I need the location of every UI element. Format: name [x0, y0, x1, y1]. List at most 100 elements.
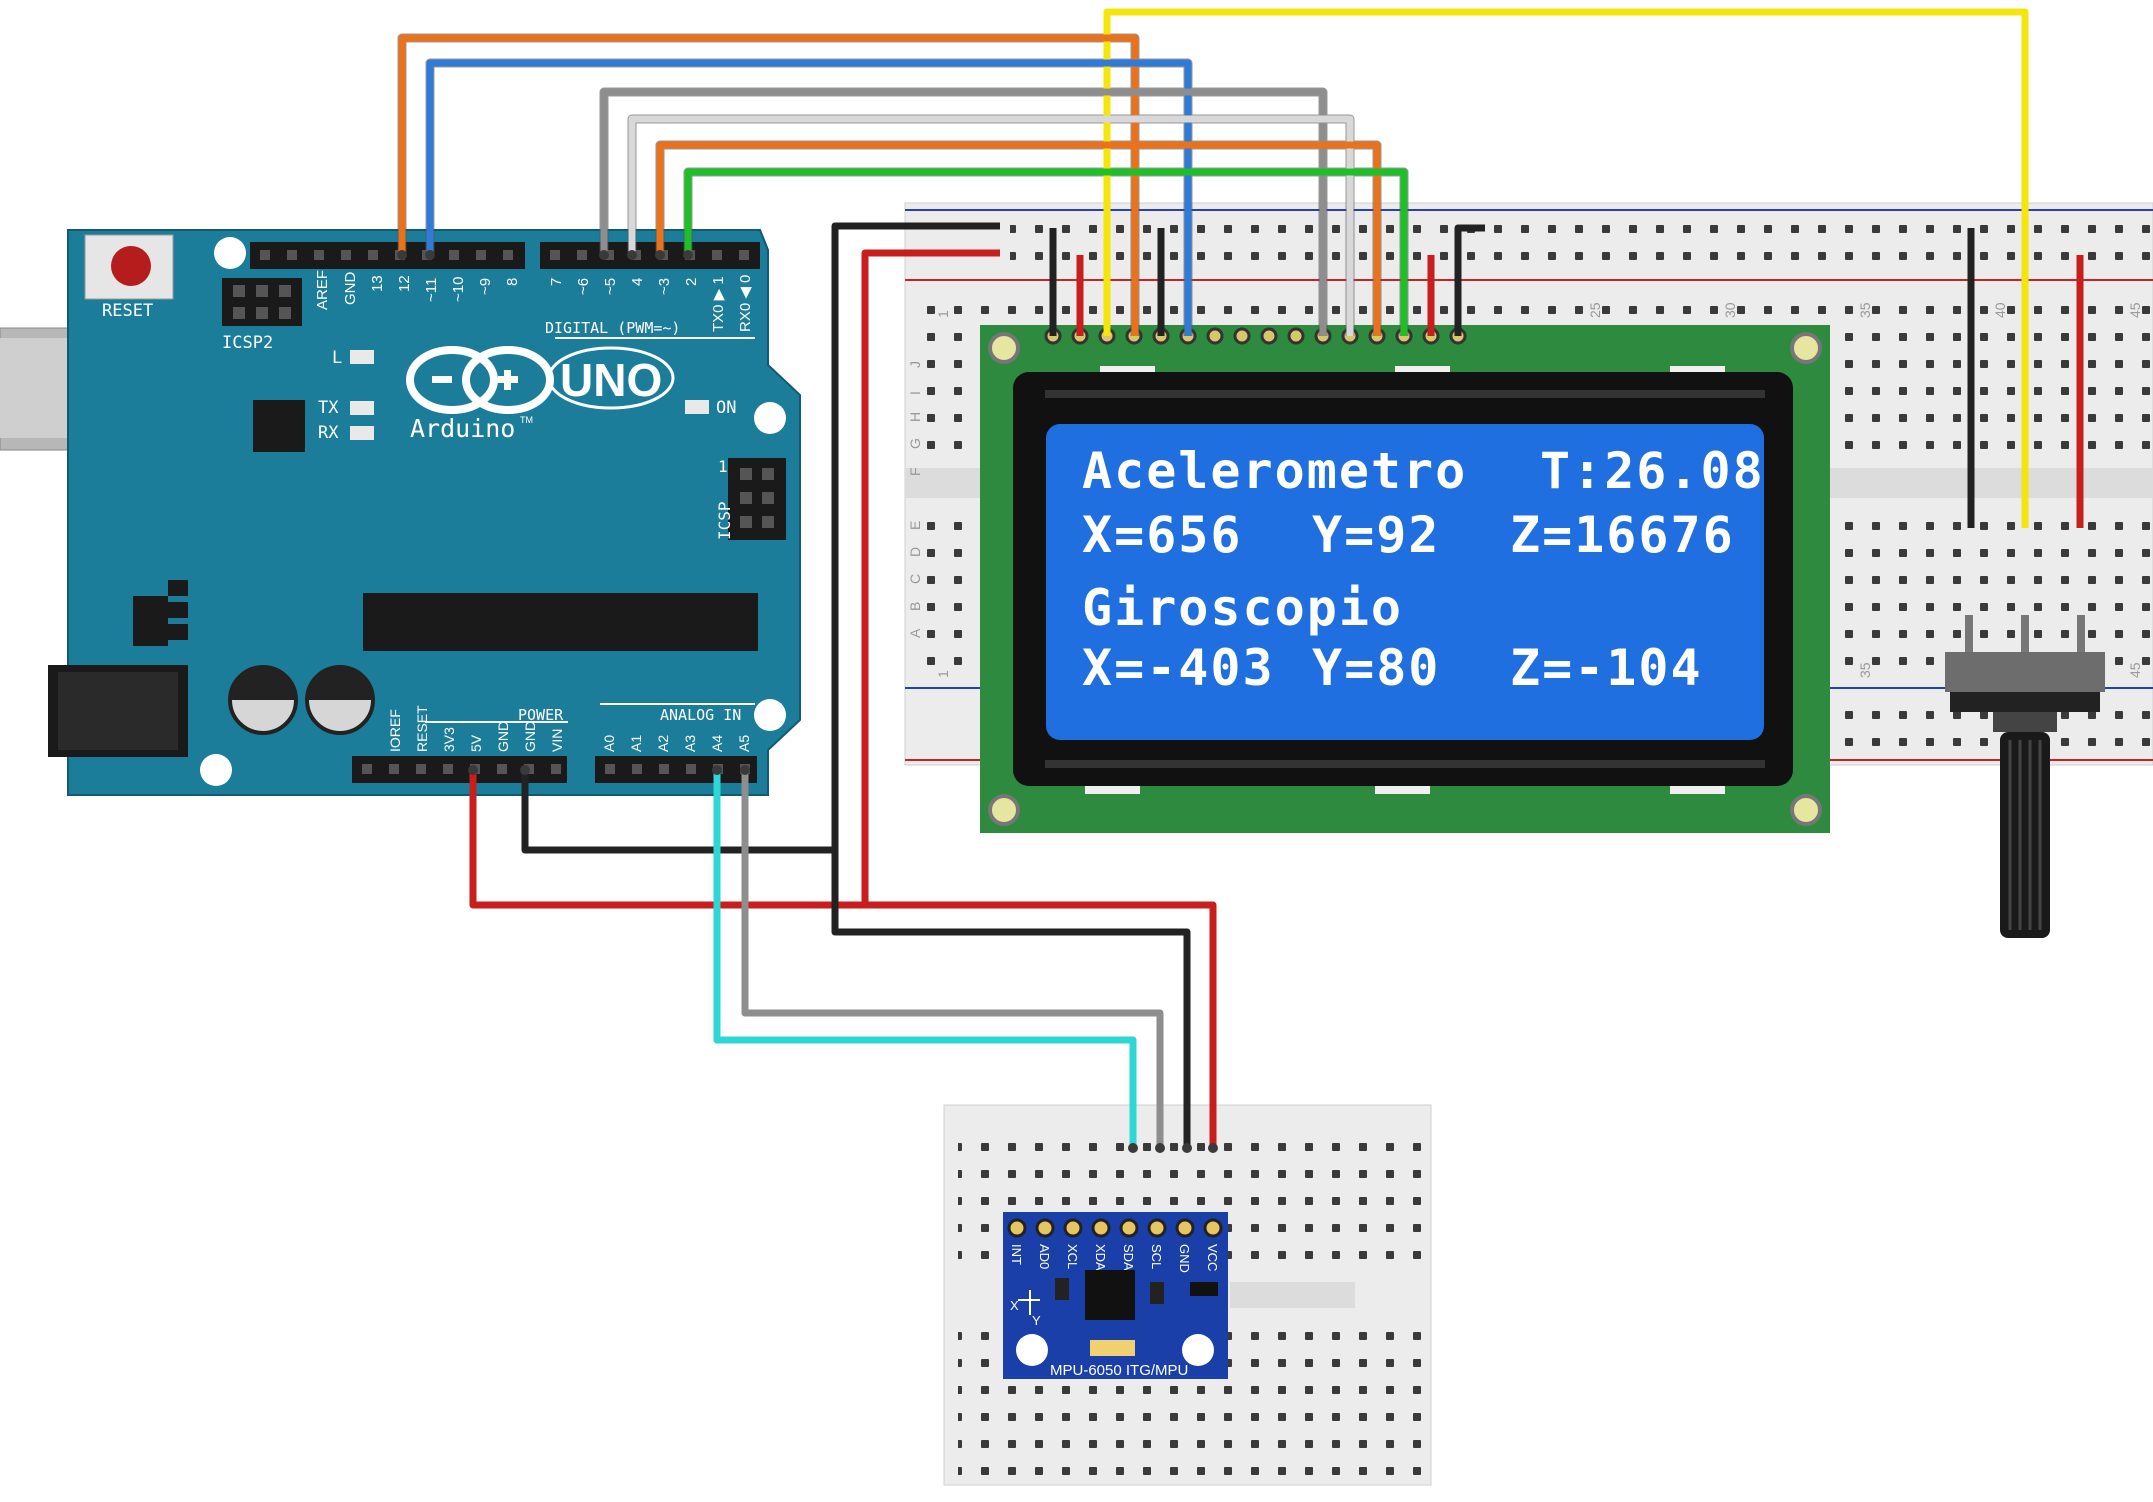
row-label-f: F [907, 467, 923, 476]
wire-black-lcd16 [1454, 224, 1485, 336]
reset-button-cap [111, 246, 151, 286]
arduino-uno-board: RESET ICSP2 AREF GND 13 12 ~11 ~10 ~9 8 … [0, 229, 801, 796]
mpu-axis-y: Y [1032, 1313, 1041, 1328]
analog-header [595, 756, 757, 783]
lcd-screen [1046, 424, 1764, 740]
power-label: POWER [518, 706, 564, 724]
wire-orange-12 [398, 34, 1139, 336]
row-label-i: I [907, 391, 923, 395]
wire-white-4 [628, 115, 1354, 336]
capacitor-1 [228, 665, 298, 735]
l-led [350, 350, 374, 364]
mpu6050-module: INT AD0 XCL XDA SDA SCL GND VCC X Y MPU-… [1003, 1212, 1228, 1379]
mpu-pin-sda: SDA [1121, 1244, 1136, 1271]
reset-label: RESET [102, 301, 153, 321]
col-label-45-bottom: 45 [2127, 662, 2143, 678]
on-label: ON [716, 398, 736, 418]
pin-label-3: ~3 [656, 278, 673, 295]
mpu-label: MPU-6050 ITG/MPU [1050, 1362, 1188, 1379]
row-label-b: B [907, 602, 923, 611]
col-label-30: 30 [1722, 302, 1738, 318]
lcd-line2-y: Y=92 [1312, 506, 1440, 564]
uno-label: UNO [560, 354, 662, 406]
brand-label: Arduino [410, 414, 515, 443]
row-label-g: G [907, 438, 923, 449]
wire-gray-5 [600, 88, 1327, 336]
wire-gray-a5 [741, 770, 1164, 1148]
row-label-e: E [907, 521, 923, 530]
pin-label-13: 13 [369, 275, 386, 292]
wire-cyan-a4 [713, 770, 1137, 1148]
icsp-num: 1 [718, 457, 728, 476]
pin-label-a1: A1 [628, 735, 644, 752]
col-label-45: 45 [2127, 302, 2143, 318]
pin-label-gnd2: GND [522, 721, 538, 752]
power-header [352, 756, 567, 783]
col-label-25: 25 [1587, 302, 1603, 318]
l-led-label: L [332, 348, 342, 368]
col-label-1-bottom: 1 [935, 670, 951, 678]
row-label-c: C [907, 574, 923, 584]
tx-led [350, 401, 374, 415]
row-label-h: H [907, 412, 923, 422]
mpu-pin-ad0: AD0 [1037, 1244, 1052, 1269]
lcd-line3: Giroscopio [1082, 579, 1403, 637]
lcd-line1-left: Acelerometro [1082, 442, 1467, 500]
pin-label-3v3: 3V3 [441, 727, 457, 752]
pin-label-4: 4 [629, 278, 646, 286]
wire-blue-11 [426, 59, 1192, 336]
col-label-35: 35 [1857, 302, 1873, 318]
usb-chip [253, 400, 305, 452]
mpu-pin-vcc: VCC [1205, 1244, 1220, 1271]
pin-label-a3: A3 [682, 735, 698, 752]
pin-label-a2: A2 [655, 735, 671, 752]
pin-label-rx: RX0 ◀ 0 [737, 275, 754, 332]
pin-label-7: 7 [548, 278, 565, 286]
pin-label-12: 12 [396, 275, 413, 292]
wires [397, 8, 2084, 1148]
pin-label-vin: VIN [549, 729, 565, 752]
voltage-regulator [133, 580, 188, 646]
microcontroller-chip [363, 593, 758, 651]
col-label-1: 1 [935, 310, 951, 318]
lcd-line1-right: T:26.08 [1540, 442, 1765, 500]
mpu-pin-xcl: XCL [1065, 1244, 1080, 1269]
pin-label-a5: A5 [736, 735, 752, 752]
pin-label-a4: A4 [709, 735, 725, 752]
arduino-logo: UNO Arduino TM [406, 346, 675, 443]
col-label-40: 40 [1992, 302, 2008, 318]
pin-label-ioref: IOREF [387, 709, 403, 752]
pin-label-a0: A0 [601, 735, 617, 752]
wire-black-mpu [831, 850, 1191, 1148]
col-label-35-bottom: 35 [1857, 662, 1873, 678]
potentiometer[interactable] [1945, 615, 2105, 938]
lcd-line4-x: X=-403 [1082, 639, 1275, 697]
analog-label: ANALOG IN [660, 706, 741, 724]
mpu-pin-xda: XDA [1093, 1244, 1108, 1271]
pin-label-reset: RESET [414, 705, 430, 752]
pin-label-gnd: GND [342, 272, 359, 306]
tx-led-label: TX [318, 398, 339, 418]
row-label-a: A [907, 628, 923, 638]
pin-label-aref: AREF [314, 270, 331, 310]
on-led [685, 400, 709, 414]
mpu-pin-gnd: GND [1177, 1244, 1192, 1273]
digital-header-right [540, 242, 760, 269]
pin-label-6: ~6 [575, 278, 592, 295]
lcd-line2-x: X=656 [1082, 506, 1243, 564]
pin-label-5v: 5V [468, 734, 484, 752]
pin-label-8: 8 [504, 278, 521, 286]
mpu-pin-int: INT [1009, 1244, 1024, 1265]
pin-label-10: ~10 [450, 277, 467, 302]
pin-label-2: 2 [683, 278, 700, 286]
pin-label-5: ~5 [602, 278, 619, 295]
pin-label-tx: TX0 ▶ 1 [710, 276, 727, 332]
row-label-d: D [907, 547, 923, 557]
pin-label-gnd1: GND [495, 721, 511, 752]
rx-led-label: RX [318, 423, 339, 443]
tm-label: TM [520, 415, 533, 425]
mpu-chip [1085, 1270, 1135, 1320]
row-label-j: J [907, 361, 923, 368]
icsp2-label: ICSP2 [222, 333, 273, 353]
